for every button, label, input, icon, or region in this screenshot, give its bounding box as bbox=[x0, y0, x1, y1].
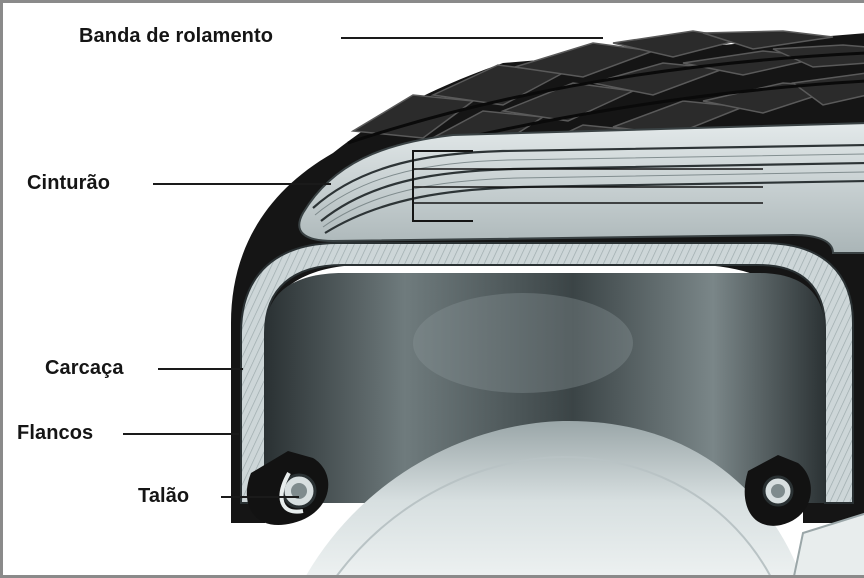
label-tread: Banda de rolamento bbox=[79, 25, 273, 48]
label-belt: Cinturão bbox=[27, 172, 110, 195]
label-sidewalls: Flancos bbox=[17, 422, 93, 445]
label-carcass: Carcaça bbox=[45, 357, 124, 380]
label-bead: Talão bbox=[138, 485, 189, 508]
tire-cross-section-illustration bbox=[3, 3, 864, 578]
